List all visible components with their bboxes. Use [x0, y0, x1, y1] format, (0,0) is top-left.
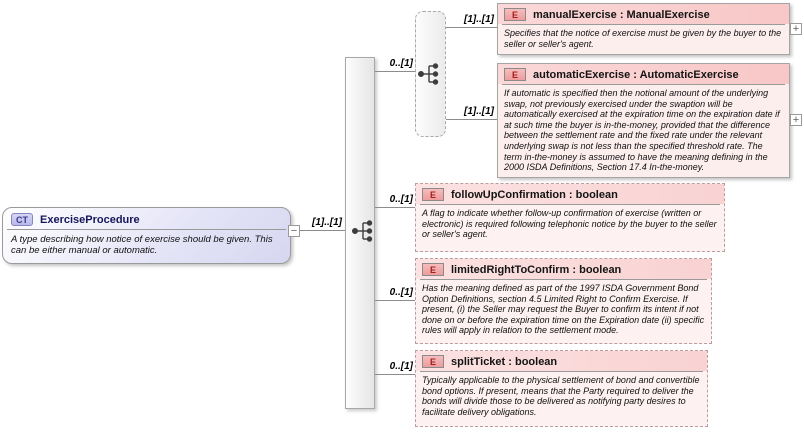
element-box-split-ticket[interactable]: E splitTicket : boolean Typically applic…: [415, 350, 708, 427]
element-badge-icon: E: [422, 188, 444, 201]
element-box-follow-up-confirmation[interactable]: E followUpConfirmation : boolean A flag …: [415, 183, 725, 252]
cardinality-label-root: [1]..[1]: [312, 217, 342, 228]
element-box-manual-exercise[interactable]: E manualExercise : ManualExercise Specif…: [497, 3, 790, 55]
element-description: If automatic is specified then the notio…: [504, 88, 780, 173]
element-badge-icon: E: [422, 355, 444, 368]
connector-line: [300, 230, 345, 231]
element-header: E manualExercise : ManualExercise: [498, 4, 789, 24]
element-title: limitedRightToConfirm : boolean: [451, 263, 622, 276]
element-description: Specifies that the notice of exercise mu…: [504, 28, 782, 49]
complex-type-box-exercise-procedure[interactable]: CT ExerciseProcedure A type describing h…: [2, 207, 291, 264]
connector-line: [446, 119, 497, 120]
cardinality-label-limited-right: 0..[1]: [389, 287, 413, 298]
cardinality-label-follow-up: 0..[1]: [389, 194, 413, 205]
expand-toggle-icon[interactable]: +: [790, 114, 802, 126]
divider: [502, 24, 785, 25]
element-title: automaticExercise : AutomaticExercise: [533, 68, 739, 81]
divider: [420, 204, 720, 205]
complex-type-title: ExerciseProcedure: [40, 213, 140, 226]
cardinality-label-split-ticket: 0..[1]: [389, 361, 413, 372]
element-badge-icon: E: [504, 68, 526, 81]
element-title: splitTicket : boolean: [451, 355, 558, 368]
element-title: manualExercise : ManualExercise: [533, 8, 710, 21]
element-header: E splitTicket : boolean: [416, 351, 707, 371]
connector-line: [375, 207, 415, 208]
complex-type-description: A type describing how notice of exercise…: [11, 234, 273, 257]
cardinality-label-automatic-exercise: [1]..[1]: [464, 106, 494, 117]
complex-type-badge-icon: CT: [11, 213, 33, 226]
choice-compositor-icon: [418, 63, 439, 85]
expand-toggle-icon[interactable]: +: [790, 23, 802, 35]
cardinality-label-choice-group: 0..[1]: [389, 58, 413, 69]
element-description: Typically applicable to the physical set…: [422, 375, 700, 417]
collapse-toggle-icon[interactable]: −: [288, 225, 300, 237]
divider: [502, 84, 785, 85]
element-header: E automaticExercise : AutomaticExercise: [498, 64, 789, 84]
connector-line: [375, 71, 415, 72]
connector-line: [375, 374, 415, 375]
connector-line: [375, 300, 415, 301]
element-description: Has the meaning defined as part of the 1…: [422, 283, 705, 336]
cardinality-label-manual-exercise: [1]..[1]: [464, 14, 494, 25]
complex-type-header: CT ExerciseProcedure: [3, 208, 290, 229]
element-header: E followUpConfirmation : boolean: [416, 184, 724, 204]
divider: [7, 229, 286, 230]
element-description: A flag to indicate whether follow-up con…: [422, 208, 717, 240]
sequence-compositor-icon: [352, 220, 373, 242]
element-title: followUpConfirmation : boolean: [451, 188, 618, 201]
connector-line: [446, 27, 497, 28]
element-box-limited-right-to-confirm[interactable]: E limitedRightToConfirm : boolean Has th…: [415, 258, 712, 344]
element-box-automatic-exercise[interactable]: E automaticExercise : AutomaticExercise …: [497, 63, 790, 178]
element-badge-icon: E: [422, 263, 444, 276]
element-badge-icon: E: [504, 8, 526, 21]
divider: [420, 279, 707, 280]
divider: [420, 371, 703, 372]
element-header: E limitedRightToConfirm : boolean: [416, 259, 711, 279]
